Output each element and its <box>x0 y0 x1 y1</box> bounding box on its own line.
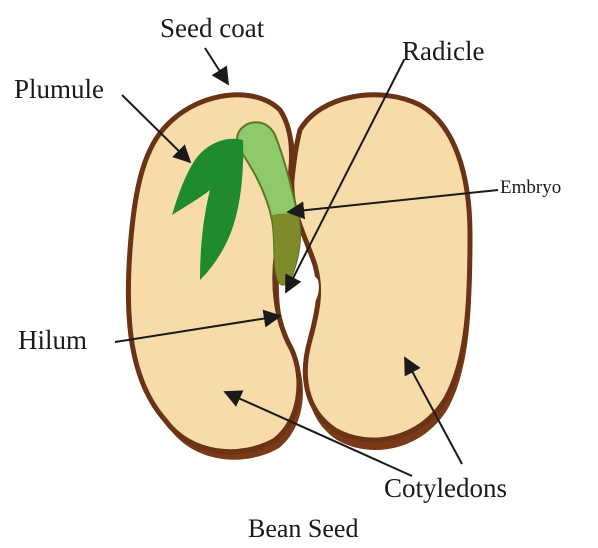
label-plumule: Plumule <box>14 74 104 104</box>
label-hilum: Hilum <box>18 325 87 355</box>
label-radicle: Radicle <box>402 36 484 66</box>
label-cotyledons: Cotyledons <box>384 473 507 503</box>
label-seed-coat: Seed coat <box>160 13 265 43</box>
label-embryo: Embryo <box>500 177 561 198</box>
seed-coat-leader <box>205 48 228 84</box>
right-cotyledon <box>292 95 470 440</box>
caption-bean-seed: Bean Seed <box>248 514 358 543</box>
